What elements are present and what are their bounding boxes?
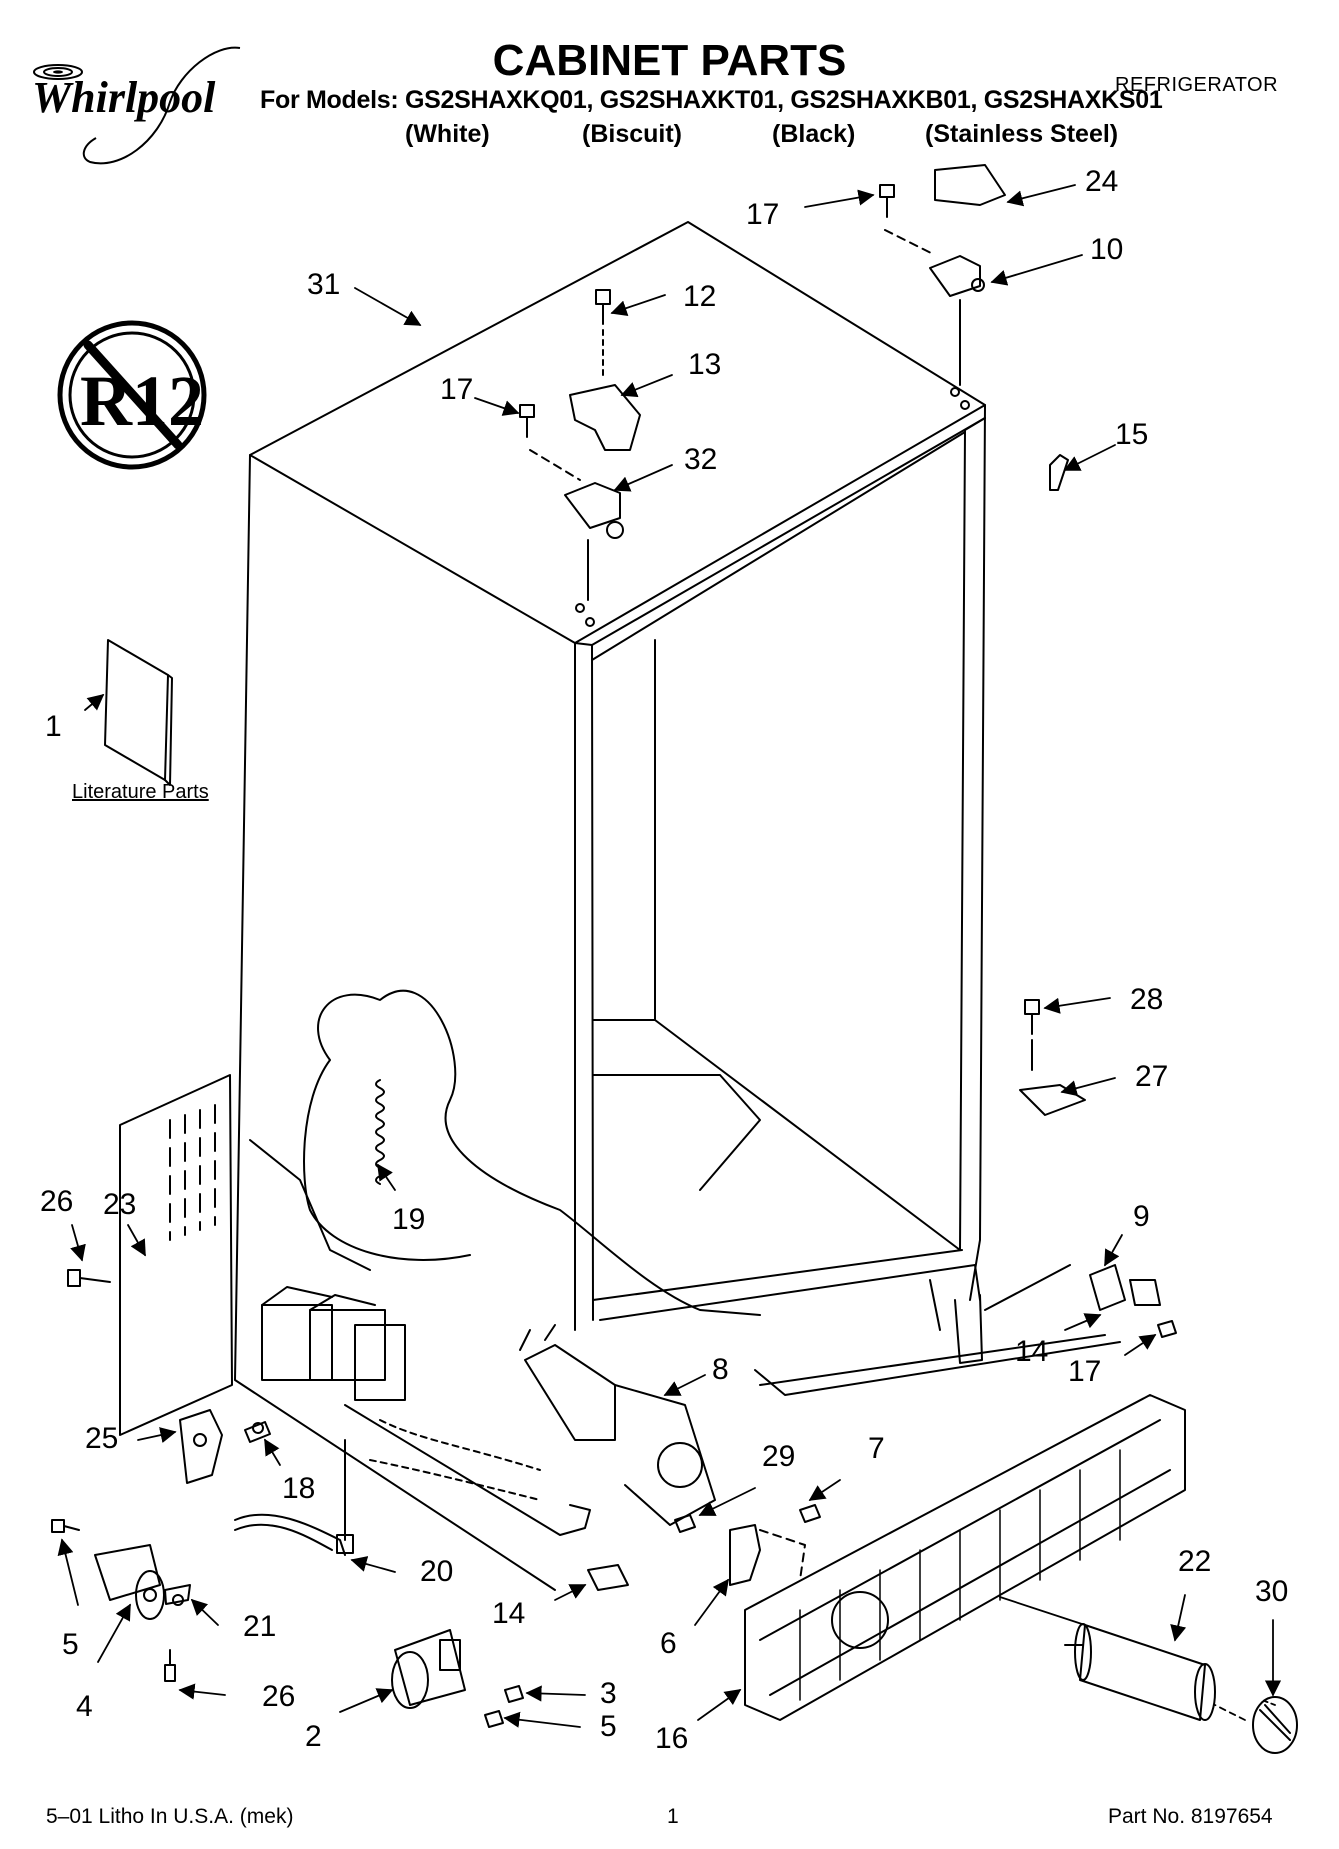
screw-7 xyxy=(799,1504,821,1523)
callout-19: 19 xyxy=(392,1203,426,1236)
callout-21: 21 xyxy=(243,1610,277,1643)
roller-2 xyxy=(391,1629,466,1709)
cabinet-shell xyxy=(234,221,1121,1591)
callout-29: 29 xyxy=(762,1440,796,1473)
callout-4: 4 xyxy=(76,1690,93,1723)
compressor-components xyxy=(261,1286,591,1536)
callout-arrows xyxy=(57,184,1282,1728)
screw-26-bottom xyxy=(164,1649,176,1682)
hinge-32 xyxy=(564,482,624,539)
callout-16: 16 xyxy=(655,1722,689,1755)
callout-17-top: 17 xyxy=(746,198,780,231)
filter-cap-30 xyxy=(1252,1696,1298,1754)
hinge-cover-13 xyxy=(569,384,641,451)
product-type: REFRIGERATOR xyxy=(1115,74,1279,96)
callout-15: 15 xyxy=(1115,418,1149,451)
callout-5-left: 5 xyxy=(62,1628,79,1661)
page-title: CABINET PARTS xyxy=(492,36,847,85)
hinge-10 xyxy=(929,255,985,297)
callout-27: 27 xyxy=(1135,1060,1169,1093)
callout-12: 12 xyxy=(683,280,717,313)
callout-14-right: 14 xyxy=(1015,1335,1049,1368)
screw-26-left xyxy=(67,1269,111,1287)
callout-1: 1 xyxy=(45,710,62,743)
screw-29 xyxy=(674,1514,696,1533)
callout-23: 23 xyxy=(103,1188,137,1221)
bracket-6 xyxy=(729,1524,806,1586)
whirlpool-logo: Whirlpool xyxy=(30,42,260,172)
callout-5-bottom: 5 xyxy=(600,1710,617,1743)
callout-22: 22 xyxy=(1178,1545,1212,1578)
callout-26-left: 26 xyxy=(40,1185,74,1218)
callout-10: 10 xyxy=(1090,233,1124,266)
models-line: For Models: GS2SHAXKQ01, GS2SHAXKT01, GS… xyxy=(260,86,1163,114)
callout-18: 18 xyxy=(282,1472,316,1505)
callout-20: 20 xyxy=(420,1555,454,1588)
screw-12 xyxy=(595,289,611,325)
screw-5-left xyxy=(51,1519,80,1533)
grille-16 xyxy=(744,1394,1186,1721)
bracket-14-bottom xyxy=(587,1564,629,1591)
spacer-15 xyxy=(1049,454,1069,491)
bracket-9 xyxy=(1089,1264,1161,1311)
valve-8 xyxy=(519,1324,716,1526)
screw-28 xyxy=(1024,999,1040,1035)
color-white: (White) xyxy=(405,120,490,148)
callout-17-mid: 17 xyxy=(440,373,474,406)
screw-17-mid xyxy=(519,404,535,438)
color-stainless: (Stainless Steel) xyxy=(925,120,1119,148)
callout-32: 32 xyxy=(684,443,718,476)
callout-7: 7 xyxy=(868,1432,885,1465)
literature-booklet-1 xyxy=(104,639,173,786)
color-black: (Black) xyxy=(772,120,856,148)
screw-3 xyxy=(504,1685,524,1703)
screw-5-bottom xyxy=(484,1710,504,1728)
callout-8: 8 xyxy=(712,1353,729,1386)
callout-31: 31 xyxy=(307,268,341,301)
callout-30: 30 xyxy=(1255,1575,1289,1608)
water-filter-22 xyxy=(1064,1623,1216,1721)
callout-3: 3 xyxy=(600,1677,617,1710)
clip-21 xyxy=(164,1584,191,1606)
screw-17-right xyxy=(1157,1320,1177,1338)
callout-2: 2 xyxy=(305,1720,322,1753)
callout-25: 25 xyxy=(85,1422,119,1455)
callout-14-bottom: 14 xyxy=(492,1597,526,1630)
no-r12-badge: R12 xyxy=(57,320,207,470)
screw-17-top xyxy=(879,184,895,218)
roller-4 xyxy=(94,1544,165,1620)
back-panel-23 xyxy=(119,1074,233,1436)
color-biscuit: (Biscuit) xyxy=(582,120,682,148)
drain-tube-20 xyxy=(234,1439,354,1556)
hinge-27 xyxy=(1019,1084,1086,1116)
hinge-cover-24 xyxy=(934,164,1006,206)
literature-parts-label: Literature Parts xyxy=(72,781,209,803)
callout-24: 24 xyxy=(1085,165,1119,198)
bracket-25 xyxy=(179,1409,223,1484)
footer-page-number: 1 xyxy=(667,1805,679,1828)
callout-28: 28 xyxy=(1130,983,1164,1016)
callout-26-bottom: 26 xyxy=(262,1680,296,1713)
callout-13: 13 xyxy=(688,348,722,381)
bolt-18 xyxy=(244,1421,271,1443)
cutaway-outline xyxy=(303,989,761,1316)
callout-17-right: 17 xyxy=(1068,1355,1102,1388)
footer-litho: 5–01 Litho In U.S.A. (mek) xyxy=(46,1805,294,1828)
callout-6: 6 xyxy=(660,1627,677,1660)
footer-part-number: Part No. 8197654 xyxy=(1108,1805,1273,1828)
callout-9: 9 xyxy=(1133,1200,1150,1233)
svg-text:Whirlpool: Whirlpool xyxy=(32,73,216,122)
